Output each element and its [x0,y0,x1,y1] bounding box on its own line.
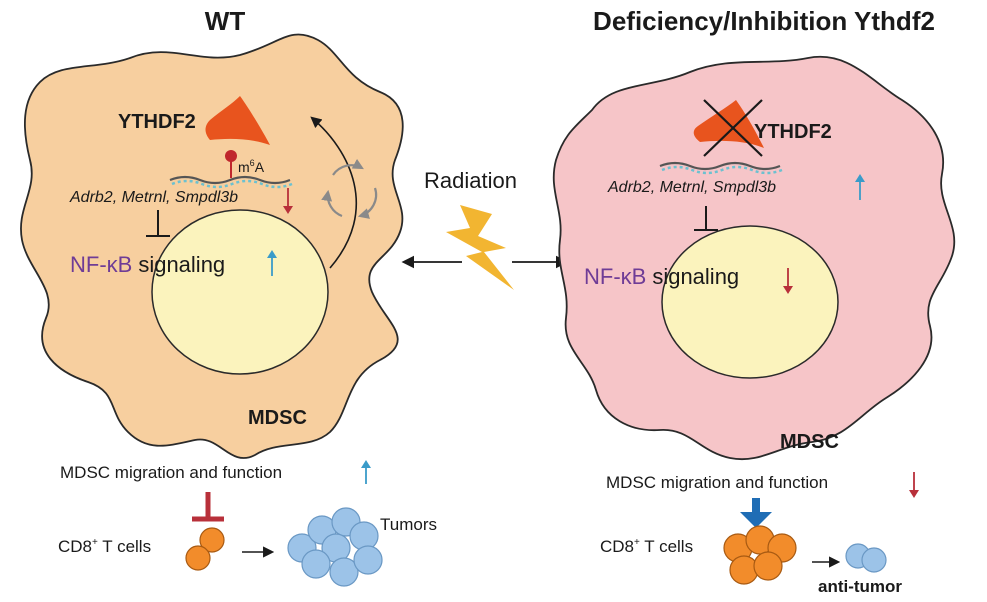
wt-mrna-bases [171,179,293,189]
wt-gene-down-arrow [283,188,293,214]
ko-inhibit-symbol [694,206,718,231]
wt-mrna-strand [169,175,291,185]
wt-protein-label: YTHDF2 [118,111,196,133]
wt-ythdf2-shape [205,96,270,145]
radiation-label: Radiation [424,168,517,193]
wt-m6a-dot [225,150,237,162]
ko-ythdf2-cross-icon [703,99,763,157]
ko-protein-label: YTHDF2 [754,121,832,143]
wt-tumor-cluster [287,507,383,587]
recycle-icon [321,158,378,219]
wt-title: WT [205,6,246,36]
wt-inhibit-symbol [146,210,170,237]
ko-tumor-small [845,543,887,573]
ko-effect-text: MDSC migration and function [606,473,828,492]
ko-nucleus [661,225,839,379]
ko-outcome-label: anti-tumor [818,577,902,596]
wt-m6a-label: m6A [238,158,265,175]
wt-loop-arrow [310,116,358,269]
ko-mrna-bases [661,165,783,175]
wt-nucleus [151,209,329,375]
wt-tcell-inhibit-bar [192,492,224,522]
wt-genes: Adrb2, Metrnl, Smpdl3b [69,189,238,206]
wt-tumor-label: Tumors [380,515,437,534]
ko-mdsc-label: MDSC [780,431,839,453]
ko-promote-arrow [740,498,772,528]
wt-tcells [185,527,225,571]
ko-tcells [723,525,797,585]
ko-mrna-strand [659,161,781,171]
ko-effect-down-arrow [909,472,919,498]
wt-mdsc-label: MDSC [248,407,307,429]
wt-nfkb-up-arrow [267,250,277,276]
wt-effect-text: MDSC migration and function [60,463,282,482]
ko-tcell-label: CD8+ T cells [600,537,693,556]
ko-nfkb-down-arrow [783,268,793,294]
wt-tcell-label: CD8+ T cells [58,537,151,556]
lightning-icon [446,205,514,290]
ko-genes: Adrb2, Metrnl, Smpdl3b [607,179,776,196]
wt-effect-up-arrow [361,460,371,484]
ko-gene-up-arrow [855,174,865,200]
ko-title: Deficiency/Inhibition Ythdf2 [593,6,935,36]
